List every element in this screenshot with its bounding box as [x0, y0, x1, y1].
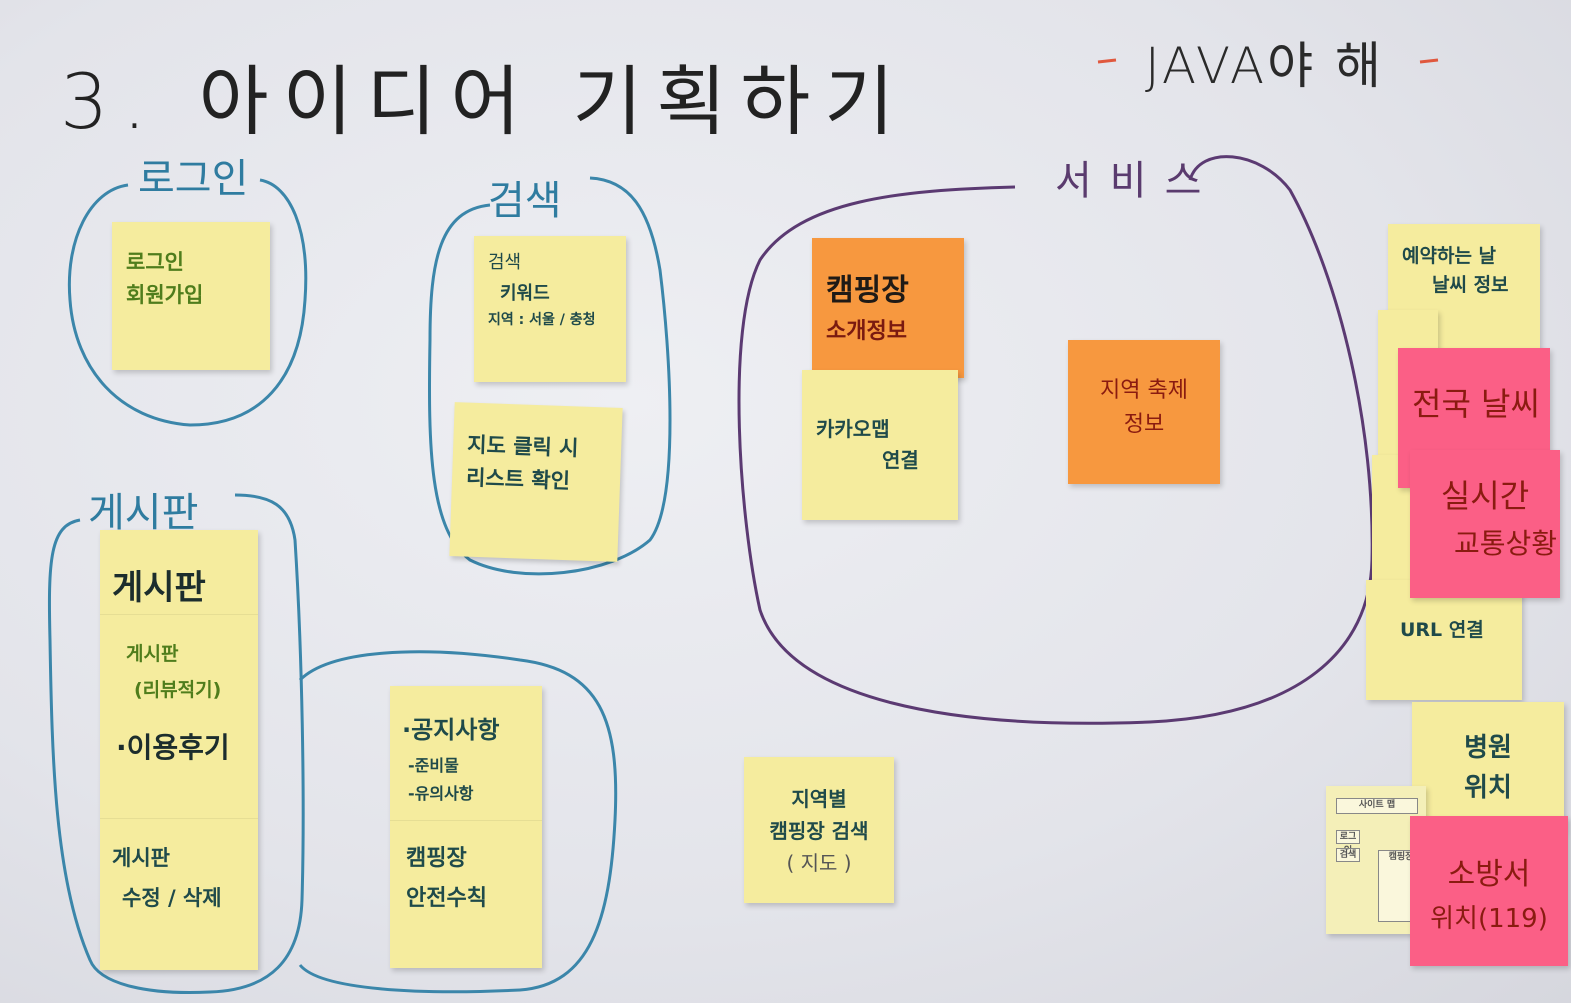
login-group-label: 로그인	[138, 156, 249, 202]
note-line: 키워드	[500, 282, 550, 304]
note-line: 캠핑장 검색	[769, 819, 869, 843]
board-notes-stack: 게시판 게시판 (리뷰적기) ·이용후기 게시판 수정 / 삭제	[100, 530, 258, 970]
note-line: 예약하는 날	[1402, 245, 1497, 267]
note-line: -준비물	[408, 756, 459, 775]
note-line: 연결	[882, 448, 919, 472]
note-line: 소방서	[1447, 857, 1531, 892]
page-title: 3. 아이디어 기획하기	[60, 57, 909, 146]
note-line: 회원가입	[126, 282, 204, 307]
note-divider	[390, 820, 542, 821]
fire-station-note: 소방서 위치(119)	[1410, 816, 1568, 966]
reservation-weather-note: 예약하는 날 날씨 정보	[1388, 224, 1540, 364]
login-outline	[67, 178, 308, 427]
search-outline	[428, 176, 672, 576]
note-line: (리뷰적기)	[134, 679, 222, 701]
service-group-label: 서비스	[1055, 158, 1220, 204]
note-line: -유의사항	[408, 784, 474, 803]
search-note: 검색 키워드 지역 : 서울 / 충청	[474, 236, 626, 382]
search-group-label: 검색	[488, 178, 562, 224]
note-line: 리스트 확인	[465, 465, 571, 493]
board-outline	[47, 493, 305, 994]
note-line: 실시간	[1440, 477, 1530, 515]
team-name: JAVA야 해	[1095, 26, 1384, 98]
service-outline	[737, 155, 1374, 725]
note-line: 검색	[488, 252, 522, 273]
note-line: ·이용후기	[116, 731, 230, 764]
note-line: 지역 축제	[1100, 378, 1188, 403]
note-line: 게시판	[112, 846, 170, 870]
notice-notes-stack: ·공지사항 -준비물 -유의사항 캠핑장 안전수칙	[390, 686, 542, 968]
region-search-note: 지역별 캠핑장 검색 ( 지도 )	[744, 757, 894, 903]
note-line: 게시판	[126, 643, 179, 665]
board-group-label: 게시판	[88, 490, 199, 536]
note-line: 위치(119)	[1430, 903, 1548, 934]
note-line: 캠핑장	[406, 846, 467, 871]
note-divider	[100, 614, 258, 615]
team-name-text: JAVA야 해	[1145, 37, 1384, 95]
map-click-note: 지도 클릭 시 리스트 확인	[449, 402, 623, 562]
note-line: 로그인	[126, 250, 184, 274]
url-link-note: URL 연결	[1366, 580, 1522, 700]
note-line: 지도 클릭 시	[466, 432, 579, 461]
note-line: 카카오맵	[816, 417, 890, 441]
hospital-note: 병원 위치	[1412, 702, 1564, 832]
login-note: 로그인 회원가입	[112, 222, 270, 370]
notice-outline	[298, 650, 618, 994]
live-traffic-note: 실시간 교통상황	[1410, 450, 1560, 598]
note-line: 소개정보	[826, 318, 907, 344]
note-line: 위치	[1464, 773, 1512, 804]
note-line: 지역 : 서울 / 충청	[488, 312, 596, 329]
note-line: ·공지사항	[402, 716, 500, 744]
note-line: 게시판	[112, 568, 206, 608]
note-line: 안전수칙	[406, 886, 487, 911]
sketch-header: 사이트 맵	[1336, 798, 1418, 814]
sketch-item: 로그인	[1336, 830, 1360, 856]
site-map-sketch-note: 사이트 맵 로그인 검색 캠핑장	[1326, 786, 1426, 934]
sketch-item: 검색	[1336, 848, 1360, 862]
note-line: ( 지도 )	[786, 851, 852, 875]
note-line: 수정 / 삭제	[122, 886, 222, 910]
festival-note: 지역 축제 정보	[1068, 340, 1220, 484]
note-line: 캠핑장	[826, 273, 909, 308]
note-line: 병원	[1464, 733, 1512, 763]
note-line: 지역별	[791, 787, 847, 811]
note-line: URL 연결	[1400, 619, 1484, 641]
kakao-map-note: 카카오맵 연결	[802, 370, 958, 520]
note-line: 교통상황	[1454, 526, 1558, 560]
note-line: 전국 날씨	[1412, 385, 1540, 423]
note-divider	[100, 818, 258, 819]
note-line: 날씨 정보	[1432, 274, 1509, 297]
note-line: 정보	[1123, 412, 1165, 438]
campsite-intro-note: 캠핑장 소개정보	[812, 238, 964, 378]
